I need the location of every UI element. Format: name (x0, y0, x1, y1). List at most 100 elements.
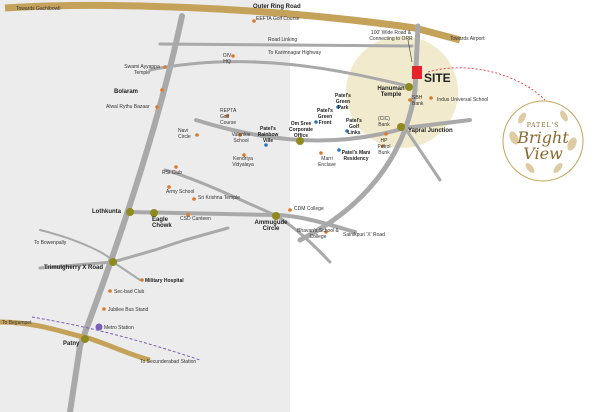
road-linking-route (158, 42, 414, 48)
rsi-label: RSI Club (162, 170, 183, 176)
landmark-dot (108, 289, 112, 293)
logo-line2: Bright (517, 128, 569, 147)
military-label: Military Hospital (145, 278, 184, 284)
greenpark-label: Patel's Green Park (335, 93, 351, 111)
landmark-dot (155, 105, 159, 109)
landmark-dot (324, 230, 328, 234)
oiv-label: OIV HQ (222, 53, 232, 65)
landmark-dot (163, 65, 167, 69)
logo-line1: PATEL'S (526, 122, 560, 129)
hp-label: HP Petrol Bunk (377, 138, 391, 156)
landmark-dot (167, 185, 171, 189)
bhavans-label: Bhavan's School & College (297, 228, 339, 240)
greenfront-label: Patel's Green Front (317, 108, 333, 126)
yapral-junction-label: Yapral Junction (408, 128, 453, 134)
site-pointer (407, 39, 413, 63)
project-dot (336, 105, 340, 109)
landmark-dot (288, 208, 292, 212)
secunderabad-label: To Secunderabad Station (140, 359, 197, 365)
project-dot (314, 120, 318, 124)
indus-label: Indus Universal School (437, 97, 489, 103)
yapral-south-road (403, 126, 442, 182)
trimulgherry-junction (109, 258, 117, 266)
logo-leaf (518, 112, 526, 124)
metro-line (31, 316, 201, 361)
kendriya-label: Kendriya Vidyalaya (232, 156, 254, 168)
rainbow-label: Patel's Rainbow Ville (257, 126, 279, 144)
cic-label: (CIC) Bank (378, 116, 390, 128)
ammugude-junction (272, 212, 280, 220)
towards-airport-label: Towards Airport (450, 36, 485, 42)
outer-ring-road-label: Outer Ring Road (253, 4, 301, 10)
hanuman-temple-label: Hanuman Temple (377, 86, 405, 98)
karimnagar-route (148, 60, 410, 88)
bowenpally-road (39, 229, 114, 263)
bolaram-label: Bolaram (114, 89, 139, 95)
jubilee-label: Jubilee Bus Stand (108, 307, 149, 313)
landmark-dot (225, 114, 229, 118)
landmark-dot (195, 133, 199, 137)
golflinks-label: Patel's Golf Links (346, 118, 362, 136)
begumpet-label: To Begumpet (2, 320, 32, 326)
landmark-dot (160, 88, 164, 92)
logo-leaf (553, 163, 563, 173)
patels-bright-view-logo: PATEL'S Bright View (500, 98, 586, 184)
landmark-dot (238, 133, 242, 137)
eefta-label: EEFTA Golf Course (256, 16, 300, 22)
logo-leaf (567, 137, 577, 151)
project-dot (345, 129, 349, 133)
site-logo-connector (427, 67, 546, 101)
landmark-dot (381, 144, 385, 148)
landmark-dot (140, 278, 144, 282)
project-dot (264, 143, 268, 147)
swami-label: Swami Ayyappa Temple (124, 64, 160, 76)
logo-leaf (525, 163, 535, 173)
bowenpally-label: To Bowenpally (34, 240, 67, 246)
wide-road-label: 100' Wide Road & Connecting to ORR (369, 30, 413, 42)
landmark-dot (186, 213, 190, 217)
eagle-chowk-junction (150, 209, 158, 217)
srikrishna-label: Sri Krishna Temple (198, 195, 240, 201)
road-site-south (297, 23, 421, 243)
metro-label: Metro Station (104, 325, 134, 331)
trimulgherry-road (38, 226, 230, 270)
omsree-label: Om Sree Corporate Office (289, 121, 313, 139)
marri-label: Marri Enclave (318, 156, 336, 168)
om-sree-marker (296, 137, 304, 145)
landmark-dot (174, 165, 178, 169)
landmark-dot (242, 153, 246, 157)
ammugude-south-road (273, 213, 332, 264)
logo-leaf (509, 131, 519, 145)
valenkie-label: Valenkie School (231, 132, 251, 144)
landmark-dot (102, 307, 106, 311)
repta-label: REPTA Golf Course (220, 108, 237, 126)
mani-label: Patel's Mani Residency (341, 150, 371, 162)
karimnagar-label: To Karimnagar Highway (268, 50, 322, 56)
metro-station-marker (95, 323, 103, 331)
patny-label: Patny (63, 341, 80, 347)
outer-ring-road (4, 1, 461, 44)
army-label: Army School (166, 189, 195, 195)
navi-label: Navi Circle (178, 128, 191, 140)
logo-line3: View (523, 144, 563, 163)
landmark-dot (429, 96, 433, 100)
landmark-dot (319, 151, 323, 155)
landmark-dot (231, 54, 235, 58)
ammugude-label: Ammugude Circle (254, 220, 288, 232)
road-linking-label: Road Linking (268, 37, 298, 43)
trimulgherry-label: Trimulgherry X Road (44, 265, 104, 271)
lothkunta-junction (126, 208, 134, 216)
military-hospital-road (112, 261, 141, 281)
cdm-label: CDM College (294, 206, 324, 212)
main-road-vertical (67, 13, 185, 412)
yapral-junction (397, 123, 405, 131)
alwal-label: Alwal Rythu Bazaar (106, 104, 150, 110)
csd-label: CSD Canteen (180, 216, 211, 222)
navi-ammugude-road (163, 168, 277, 217)
landmark-dot (384, 132, 388, 136)
site-marker (412, 66, 422, 79)
site-highlight-area (346, 36, 458, 148)
landmark-dot (192, 197, 196, 201)
hanuman-temple-junction (405, 83, 413, 91)
